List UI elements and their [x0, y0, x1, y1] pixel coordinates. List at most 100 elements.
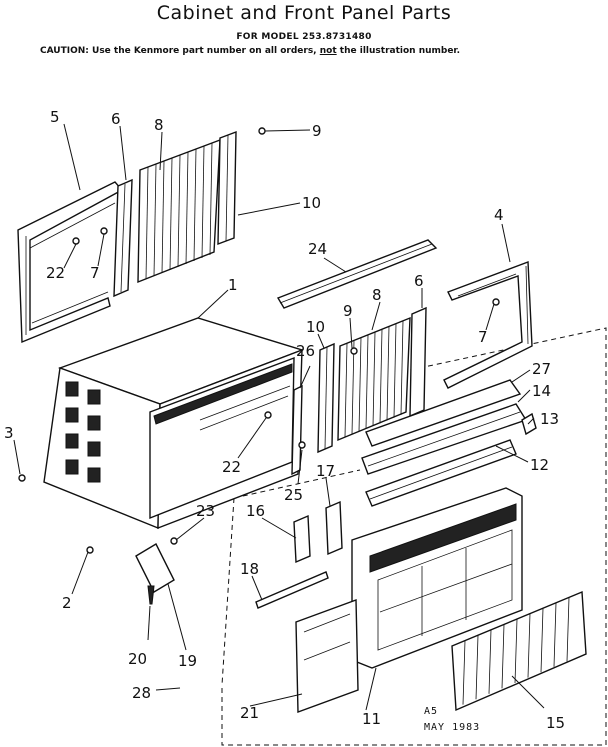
caution-note: CAUTION: Use the Kenmore part number on … [40, 46, 580, 56]
callout-14: 14 [532, 382, 551, 400]
louver-slat [540, 608, 544, 673]
callout-8b: 8 [372, 286, 382, 304]
part-cabinet [43, 317, 305, 530]
callout-11: 11 [362, 710, 381, 728]
part-top-bar [276, 239, 438, 309]
louver-slat [514, 618, 518, 684]
callout-22b: 22 [222, 458, 241, 476]
part-bracket-19 [135, 543, 175, 593]
callout-16: 16 [246, 502, 265, 520]
screws [18, 127, 500, 554]
leader-lines [13, 123, 545, 711]
page-title: Cabinet and Front Panel Parts [156, 2, 452, 24]
footer-date: MAY 1983 [424, 722, 480, 733]
cabinet-vent [65, 407, 79, 423]
louver-slat [169, 157, 173, 271]
callout-9b: 9 [343, 302, 353, 320]
model-number: FOR MODEL 253.8731480 [236, 32, 372, 42]
callout-20: 20 [128, 650, 147, 668]
cabinet-vent [87, 441, 101, 457]
cabinet-vent [87, 389, 101, 405]
callout-6a: 6 [111, 110, 121, 128]
callout-19: 19 [178, 652, 197, 670]
louver-slat [475, 635, 479, 700]
part-rail-right [317, 342, 335, 454]
footer-code: A5 [424, 706, 438, 717]
louver-slat [501, 624, 505, 689]
louver-slat [358, 337, 362, 432]
louver-slat [209, 142, 213, 256]
callout-13: 13 [540, 410, 559, 428]
caution-prefix: CAUTION: Use the Kenmore part number on … [40, 46, 317, 56]
callout-7b: 7 [478, 328, 488, 346]
callout-10a: 10 [302, 194, 321, 212]
louver-slat [344, 343, 348, 438]
cabinet-vent [87, 415, 101, 431]
callout-2: 2 [62, 594, 72, 612]
part-bracket-16 [293, 514, 311, 564]
callout-9a: 9 [312, 122, 322, 140]
callout-6b: 6 [414, 272, 424, 290]
louver-slat [365, 334, 369, 429]
louver-slat [400, 320, 404, 415]
cabinet-vent [87, 467, 101, 483]
callout-3: 3 [4, 424, 14, 442]
callout-23: 23 [196, 502, 215, 520]
callout-18: 18 [240, 560, 259, 578]
part-filter-21 [295, 599, 359, 713]
part-side-frame-left [17, 181, 124, 344]
callout-15: 15 [546, 714, 565, 732]
part-vertical-strip-right [409, 306, 427, 418]
part-grille-panel-15 [451, 590, 587, 712]
louver-slat [193, 148, 197, 262]
part-rod-18 [255, 571, 329, 609]
part-louver-grille-left [137, 138, 221, 284]
part-filter-frame-12 [365, 439, 517, 507]
louver-slat [566, 597, 570, 662]
louver-slat [177, 154, 181, 268]
cabinet-vent [65, 459, 79, 475]
part-screw-20 [147, 585, 155, 605]
louver-slat [145, 166, 149, 280]
callout-4: 4 [494, 206, 504, 224]
callout-22a: 22 [46, 264, 65, 282]
callout-5: 5 [50, 108, 60, 126]
cabinet-vent [65, 433, 79, 449]
part-rail-left [217, 130, 237, 246]
louver-slat [351, 340, 355, 435]
part-filter-frame-27 [365, 379, 522, 447]
louver-slat [153, 163, 157, 277]
callout-12: 12 [530, 456, 549, 474]
callout-21: 21 [240, 704, 259, 722]
part-bracket-17 [325, 500, 343, 556]
callout-27: 27 [532, 360, 551, 378]
cabinet-vent [65, 381, 79, 397]
caution-not: not [319, 46, 337, 56]
louver-slat [185, 151, 189, 265]
callout-24: 24 [308, 240, 327, 258]
caution-suffix: the illustration number. [339, 46, 461, 56]
louver-slat [379, 329, 383, 424]
callout-28: 28 [132, 684, 151, 702]
louver-slat [386, 326, 390, 421]
callout-7a: 7 [90, 264, 100, 282]
part-side-frame-right [443, 261, 533, 389]
callout-17: 17 [316, 462, 335, 480]
callout-8a: 8 [154, 116, 164, 134]
louver-slat [553, 602, 557, 667]
part-vertical-strip-left [113, 178, 133, 298]
louver-slat [527, 613, 531, 678]
louver-slat [372, 331, 376, 427]
louver-slat [393, 323, 397, 418]
louver-slat [488, 629, 492, 694]
louver-slat [462, 640, 466, 705]
callout-25: 25 [284, 486, 303, 504]
louver-slat [161, 160, 165, 274]
callout-26: 26 [296, 342, 315, 360]
callout-10b: 10 [306, 318, 325, 336]
louver-slat [201, 145, 205, 259]
callout-1: 1 [228, 276, 238, 294]
part-front-panel [351, 487, 523, 669]
callout-labels: 5 6 8 9 10 22 7 1 24 6 8 9 10 26 4 7 27 … [4, 108, 565, 733]
